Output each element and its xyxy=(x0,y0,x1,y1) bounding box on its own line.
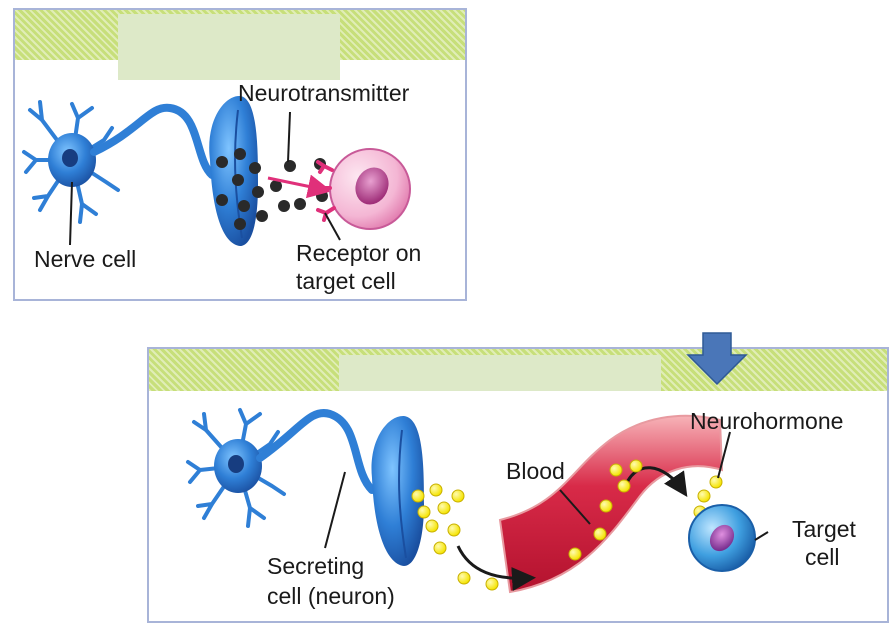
secreting-cell-pointer-line xyxy=(324,471,346,549)
neurohormone-pointer-line xyxy=(717,431,731,479)
title-placeholder-box xyxy=(118,14,340,80)
transmission-arrow xyxy=(267,174,332,199)
neurohormone-label: Neurohormone xyxy=(690,408,844,434)
secretion-arrow xyxy=(456,545,536,592)
secreting-neuron xyxy=(186,408,424,566)
blood-label: Blood xyxy=(506,458,565,484)
target-cell-top xyxy=(329,148,411,230)
receptor-label-line2: target cell xyxy=(296,268,396,294)
target-label-line1: Target xyxy=(792,516,856,542)
blood-pointer-line xyxy=(559,489,591,525)
neurotransmitter-pointer-line xyxy=(287,111,291,163)
nerve-cell-pointer-line xyxy=(69,181,73,246)
down-arrow-icon xyxy=(686,332,748,386)
secreting-label-line1: Secreting xyxy=(267,553,365,579)
target-cell-pointer-line xyxy=(754,531,769,541)
title-placeholder-box xyxy=(339,355,661,391)
receptor-label-line1: Receptor on xyxy=(296,240,422,266)
target-cell-bottom xyxy=(688,504,756,572)
receptor-pointer-line xyxy=(324,212,341,241)
neurohormone-molecules xyxy=(411,459,723,591)
nerve-cell-label: Nerve cell xyxy=(34,246,137,272)
receptors xyxy=(312,160,336,222)
neurotransmitter-label: Neurotransmitter xyxy=(238,80,410,106)
secreting-label-line2: cell (neuron) xyxy=(267,583,395,609)
target-label-line2: cell xyxy=(805,544,840,570)
nerve-cell-top xyxy=(22,95,258,247)
